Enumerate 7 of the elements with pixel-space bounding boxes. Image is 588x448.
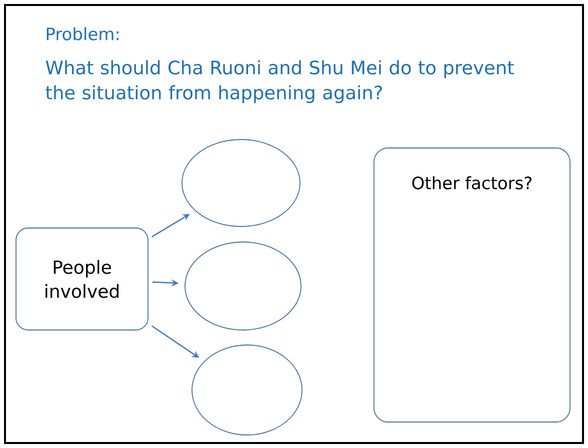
factors-box: Other factors? (374, 148, 570, 422)
empty-ellipse (192, 344, 302, 436)
empty-ellipse (182, 139, 300, 227)
people-box: People involved (16, 228, 148, 330)
question-text: What should Cha Ruoni and Shu Mei do to prevent the situation from happening again? (46, 60, 514, 104)
empty-ellipse (184, 242, 302, 330)
heading: Problem: (46, 27, 118, 40)
